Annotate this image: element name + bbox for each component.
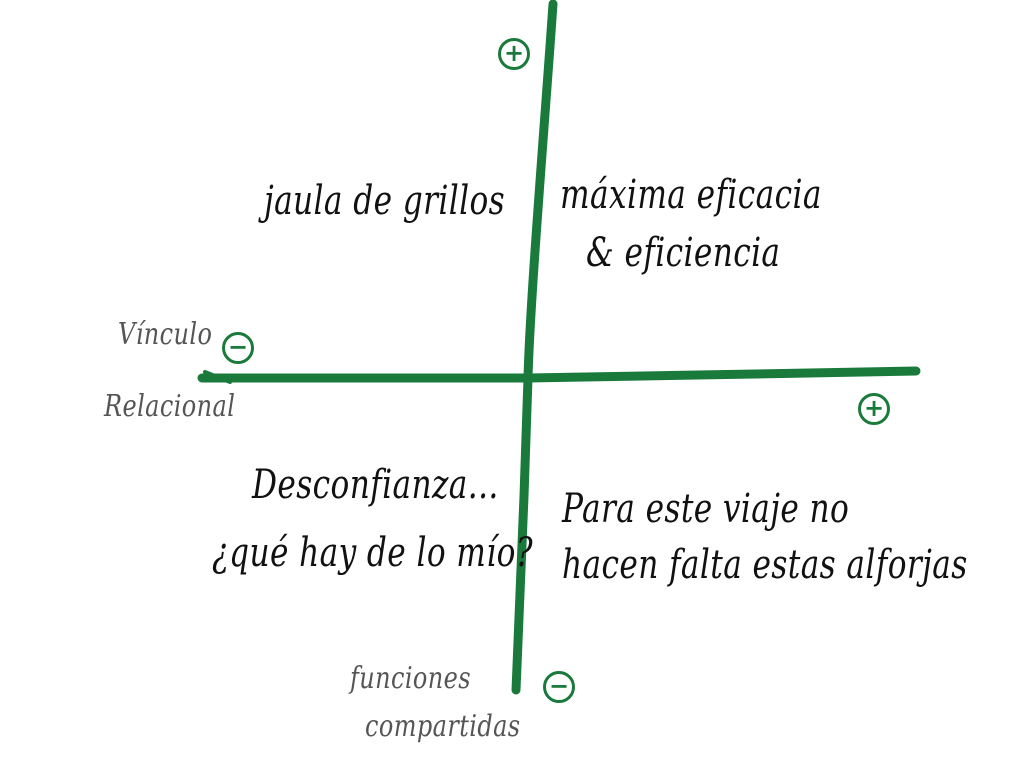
horizontal-min-sign: −: [222, 332, 254, 364]
quadrant-bottom-right-line1: Para este viaje no: [562, 486, 850, 532]
quadrant-bottom-right-line2: hacen falta estas alforjas: [562, 542, 968, 588]
quadrant-bottom-left-line2: ¿qué hay de lo mío?: [212, 530, 533, 576]
vertical-axis: [511, 0, 558, 695]
horizontal-axis-label-line1: Vínculo: [118, 317, 213, 352]
quadrant-top-left-label: jaula de grillos: [264, 178, 506, 224]
horizontal-axis: [197, 366, 921, 383]
vertical-axis-label-line2: compartidas: [365, 709, 521, 744]
vertical-min-sign: −: [543, 671, 575, 703]
quadrant-top-right-line1: máxima eficacia: [560, 172, 822, 218]
quadrant-bottom-left-line1: Desconfianza...: [252, 462, 499, 508]
vertical-axis-label-line1: funciones: [350, 661, 471, 696]
vertical-max-sign: +: [498, 38, 530, 70]
horizontal-axis-tail: [203, 370, 232, 384]
horizontal-max-sign: +: [858, 393, 890, 425]
horizontal-axis-label-line2: Relacional: [104, 389, 236, 424]
quadrant-top-right-line2: & eficiencia: [586, 230, 781, 276]
